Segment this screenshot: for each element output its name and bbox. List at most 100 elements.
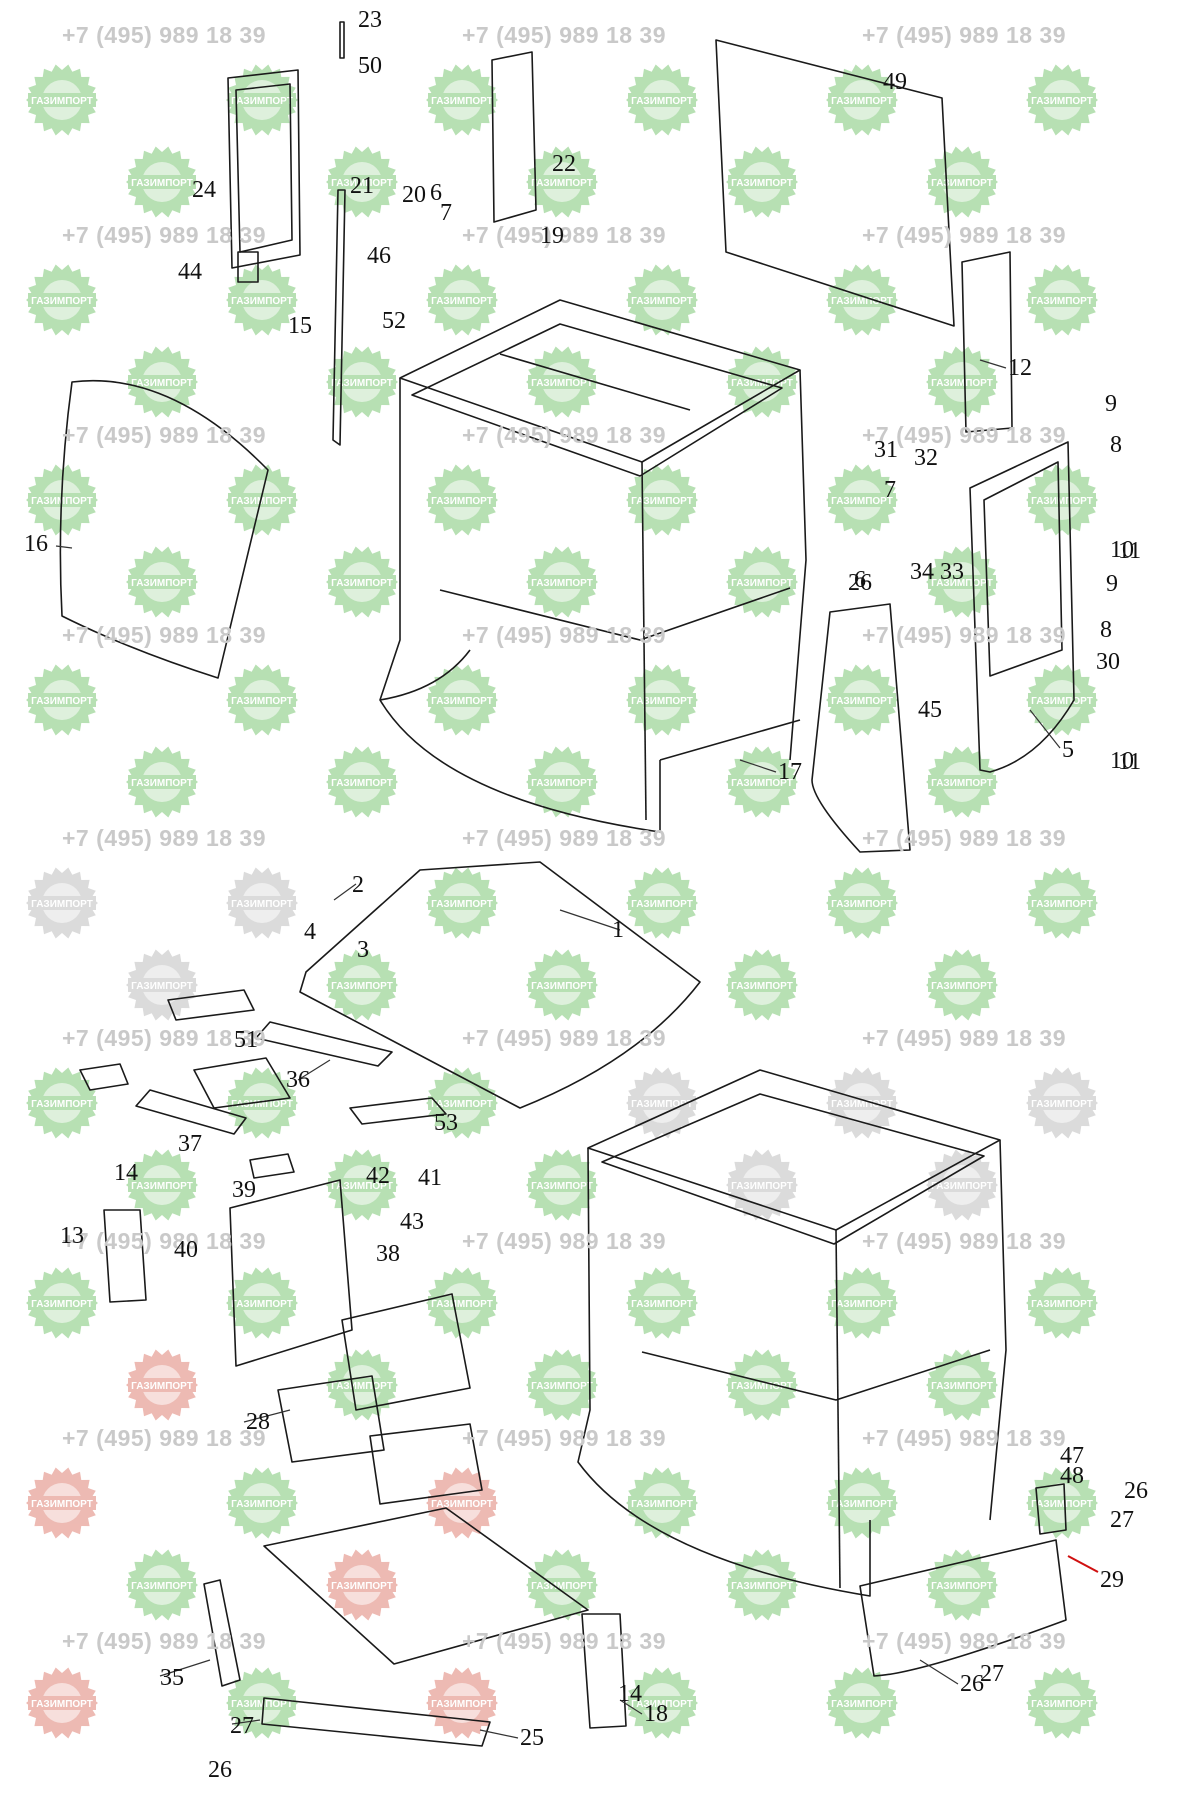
watermark-brand: ГАЗИМПОРТ xyxy=(31,1699,93,1710)
watermark-brand: ГАЗИМПОРТ xyxy=(931,1581,993,1592)
part-15-strip xyxy=(332,189,346,446)
callout-label: 47 xyxy=(1060,1443,1084,1469)
callout-label: 10 xyxy=(1110,537,1134,563)
watermark-gear-logo: ГАЗИМПОРТ xyxy=(426,1267,498,1339)
watermark-gear-logo: ГАЗИМПОРТ xyxy=(326,346,398,418)
watermark-brand: ГАЗИМПОРТ xyxy=(931,378,993,389)
watermark-phone: +7 (495) 989 18 39 xyxy=(462,422,667,448)
callout-label: 41 xyxy=(418,1165,442,1191)
watermark-brand: ГАЗИМПОРТ xyxy=(931,1381,993,1392)
watermark-phone: +7 (495) 989 18 39 xyxy=(62,22,267,48)
watermark-gear-logo: ГАЗИМПОРТ xyxy=(426,664,498,736)
watermark-brand: ГАЗИМПОРТ xyxy=(631,1099,693,1110)
part-51-mat xyxy=(167,989,255,1021)
watermark-brand: ГАЗИМПОРТ xyxy=(731,1581,793,1592)
watermark-phone: +7 (495) 989 18 39 xyxy=(862,222,1067,248)
watermark-gear-logo: ГАЗИМПОРТ xyxy=(1026,1467,1098,1539)
callout-label: 4 xyxy=(304,919,316,945)
watermark-gear-logo: ГАЗИМПОРТ xyxy=(626,1467,698,1539)
watermark-phone: +7 (495) 989 18 39 xyxy=(462,1228,667,1254)
watermark-brand: ГАЗИМПОРТ xyxy=(1031,496,1093,507)
watermark-phone: +7 (495) 989 18 39 xyxy=(62,1628,267,1654)
watermark-gear-logo: ГАЗИМПОРТ xyxy=(226,867,298,939)
watermark-gear-logo: ГАЗИМПОРТ xyxy=(26,1267,98,1339)
watermark-brand: ГАЗИМПОРТ xyxy=(831,899,893,910)
callout-label: 20 xyxy=(402,182,426,208)
watermark-gear-logo: ГАЗИМПОРТ xyxy=(426,1667,498,1739)
watermark-brand: ГАЗИМПОРТ xyxy=(231,296,293,307)
watermark-phone: +7 (495) 989 18 39 xyxy=(62,222,267,248)
callout-label: 39 xyxy=(232,1177,256,1203)
watermark-brand: ГАЗИМПОРТ xyxy=(31,296,93,307)
watermark-gear-logo: ГАЗИМПОРТ xyxy=(226,664,298,736)
watermark-brand: ГАЗИМПОРТ xyxy=(431,96,493,107)
watermark-gear-logo: ГАЗИМПОРТ xyxy=(726,546,798,618)
leader-line xyxy=(619,1699,643,1715)
watermark-brand: ГАЗИМПОРТ xyxy=(231,1099,293,1110)
part-13-mirror xyxy=(103,1209,147,1303)
watermark-gear-logo: ГАЗИМПОРТ xyxy=(126,346,198,418)
watermark-brand: ГАЗИМПОРТ xyxy=(531,578,593,589)
watermark-brand: ГАЗИМПОРТ xyxy=(931,1181,993,1192)
watermark-gear-logo: ГАЗИМПОРТ xyxy=(626,64,698,136)
watermark-gear-logo: ГАЗИМПОРТ xyxy=(226,1667,298,1739)
callout-label: 32 xyxy=(914,445,938,471)
part-37-mat xyxy=(135,1089,247,1135)
watermark-gear-logo: ГАЗИМПОРТ xyxy=(1026,664,1098,736)
watermark-gear-logo: ГАЗИМПОРТ xyxy=(326,1549,398,1621)
callout-label: 3 xyxy=(357,937,369,963)
watermark-brand: ГАЗИМПОРТ xyxy=(231,1299,293,1310)
watermark-brand: ГАЗИМПОРТ xyxy=(31,1299,93,1310)
part-23-pin xyxy=(339,21,345,59)
watermark-gear-logo: ГАЗИМПОРТ xyxy=(26,664,98,736)
watermark-brand: ГАЗИМПОРТ xyxy=(431,296,493,307)
callout-label: 21 xyxy=(350,173,374,199)
watermark-gear-logo: ГАЗИМПОРТ xyxy=(426,1467,498,1539)
watermark-gear-logo: ГАЗИМПОРТ xyxy=(26,1467,98,1539)
callout-label: 2 xyxy=(352,872,364,898)
watermark-phone: +7 (495) 989 18 39 xyxy=(462,622,667,648)
callout-label: 52 xyxy=(382,308,406,334)
part-29-side-panel xyxy=(859,1539,1067,1677)
watermark-brand: ГАЗИМПОРТ xyxy=(731,1181,793,1192)
watermark-brand: ГАЗИМПОРТ xyxy=(831,696,893,707)
watermark-brand: ГАЗИМПОРТ xyxy=(831,296,893,307)
callout-label: 48 xyxy=(1060,1463,1084,1489)
watermark-phone: +7 (495) 989 18 39 xyxy=(462,1628,667,1654)
watermark-phone: +7 (495) 989 18 39 xyxy=(862,622,1067,648)
leader-line xyxy=(231,1719,261,1725)
callout-label: 35 xyxy=(160,1665,184,1691)
watermark-brand: ГАЗИМПОРТ xyxy=(1031,1299,1093,1310)
watermark-gear-logo: ГАЗИМПОРТ xyxy=(826,1267,898,1339)
watermark-gear-logo: ГАЗИМПОРТ xyxy=(726,1149,798,1221)
watermark-brand: ГАЗИМПОРТ xyxy=(631,296,693,307)
part-mat-small xyxy=(79,1063,129,1091)
watermark-phone: +7 (495) 989 18 39 xyxy=(62,622,267,648)
watermark-gear-logo: ГАЗИМПОРТ xyxy=(826,264,898,336)
part-1-roof-panel xyxy=(299,861,701,1109)
watermark-gear-logo: ГАЗИМПОРТ xyxy=(26,64,98,136)
watermark-brand: ГАЗИМПОРТ xyxy=(131,1581,193,1592)
callout-label: 6 xyxy=(430,180,442,206)
watermark-brand: ГАЗИМПОРТ xyxy=(31,96,93,107)
watermark-brand: ГАЗИМПОРТ xyxy=(831,1099,893,1110)
callout-label: 19 xyxy=(540,223,564,249)
watermark-gear-logo: ГАЗИМПОРТ xyxy=(926,546,998,618)
watermark-gear-logo: ГАЗИМПОРТ xyxy=(1026,64,1098,136)
part-18-mirror xyxy=(581,1613,627,1729)
part-16-windshield xyxy=(59,379,269,679)
watermark-gear-logo: ГАЗИМПОРТ xyxy=(226,64,298,136)
callout-label: 8 xyxy=(1100,617,1112,643)
watermark-brand: ГАЗИМПОРТ xyxy=(331,1381,393,1392)
watermark-gear-logo: ГАЗИМПОРТ xyxy=(126,146,198,218)
watermark-gear-logo: ГАЗИМПОРТ xyxy=(26,1667,98,1739)
watermark-brand: ГАЗИМПОРТ xyxy=(331,1181,393,1192)
callout-label: 29 xyxy=(1100,1567,1124,1593)
callout-label: 8 xyxy=(1110,432,1122,458)
watermark-gear-logo: ГАЗИМПОРТ xyxy=(126,1349,198,1421)
watermark-phone: +7 (495) 989 18 39 xyxy=(462,825,667,851)
part-floor xyxy=(263,1507,589,1665)
watermark-brand: ГАЗИМПОРТ xyxy=(31,1099,93,1110)
watermark-brand: ГАЗИМПОРТ xyxy=(831,1299,893,1310)
